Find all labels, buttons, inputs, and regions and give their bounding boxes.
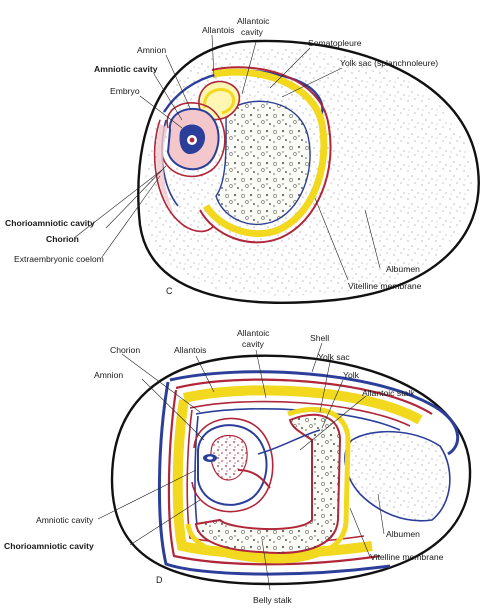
label-d-chorion: Chorion [110, 345, 140, 355]
label-c-yolk-sac: Yolk sac (splanchnoleure) [340, 58, 438, 68]
label-c-allantoic-cavity-2: cavity [241, 27, 264, 37]
label-d-albumen: Albumen [386, 529, 420, 539]
label-c-amnion: Amnion [137, 45, 166, 55]
label-c-amniotic-cavity: Amniotic cavity [94, 64, 158, 74]
label-d-belly-stalk: Belly stalk [253, 595, 292, 605]
label-d-shell: Shell [310, 333, 329, 343]
label-d-chorioamniotic-cavity: Chorioamniotic cavity [4, 541, 94, 551]
label-d-yolk-sac: Yolk sac [318, 352, 350, 362]
label-d-allantoic-cavity-2: cavity [242, 339, 265, 349]
panel-d: Allantoic cavity Chorion Allantois Shell… [4, 328, 470, 605]
label-c-vitelline-membrane: Vitelline membrane [348, 281, 422, 291]
panel-c: Allantois Allantoic cavity Amnion Somato… [5, 16, 479, 303]
label-c-chorion: Chorion [46, 234, 79, 244]
label-c-extraembryonic-coelom: Extraembryonic coelom [14, 254, 104, 264]
label-d-amnion: Amnion [94, 370, 123, 380]
label-d-allantoic-cavity-1: Allantoic [237, 328, 270, 338]
label-d-amniotic-cavity: Amniotic cavity [36, 515, 94, 525]
label-c-albumen: Albumen [386, 264, 420, 274]
label-c-somatopleure: Somatopleure [308, 38, 362, 48]
label-c-chorioamniotic-cavity: Chorioamniotic cavity [5, 218, 95, 228]
label-d-allantois: Allantois [174, 345, 206, 355]
label-c-allantoic-cavity-1: Allantoic [237, 16, 270, 26]
label-c-embryo: Embryo [110, 86, 140, 96]
label-d-allantoic-stalk: Allantoic stalk [362, 388, 415, 398]
label-c-allantois: Allantois [202, 25, 234, 35]
panel-c-letter: C [166, 286, 173, 296]
label-d-vitelline-membrane: Vitelline membrane [370, 552, 444, 562]
panel-d-letter: D [156, 575, 163, 585]
label-d-yolk: Yolk [343, 370, 360, 380]
